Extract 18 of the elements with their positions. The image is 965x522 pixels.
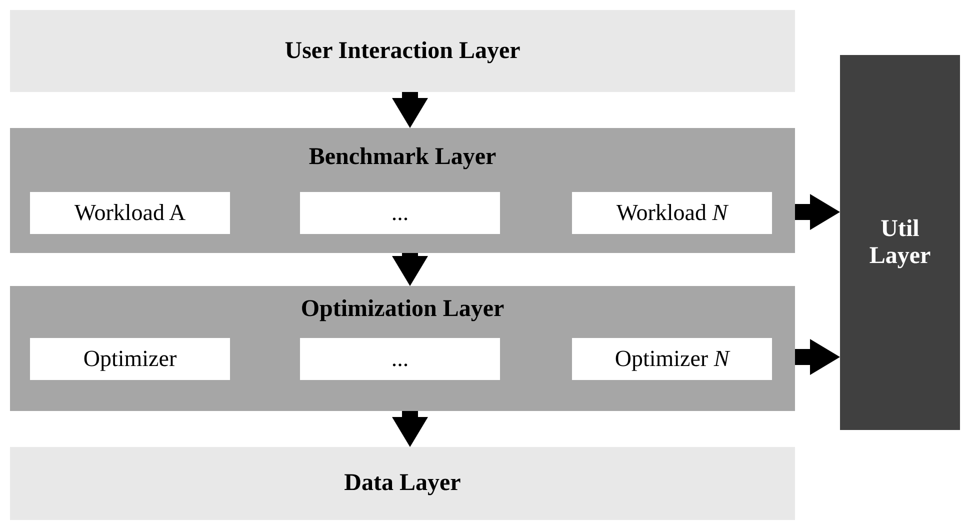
block-arrow	[392, 253, 428, 286]
layer-title: Benchmark Layer	[308, 144, 498, 171]
layer-band: Util Layer	[840, 55, 960, 430]
block-arrow	[392, 92, 428, 128]
layer-panel	[10, 286, 795, 411]
component-box: Optimizer	[30, 338, 230, 380]
layer-title: Optimization Layer	[300, 296, 506, 323]
block-arrow	[795, 194, 840, 230]
component-box: ...	[300, 192, 500, 234]
layer-panel	[10, 128, 795, 253]
component-box: Workload A	[30, 192, 230, 234]
layer-band: Data Layer	[10, 447, 795, 520]
block-arrow	[392, 411, 428, 447]
component-box: Optimizer N	[572, 338, 772, 380]
layer-band: User Interaction Layer	[10, 10, 795, 92]
block-arrow	[795, 339, 840, 375]
component-box: Workload N	[572, 192, 772, 234]
component-box: ...	[300, 338, 500, 380]
